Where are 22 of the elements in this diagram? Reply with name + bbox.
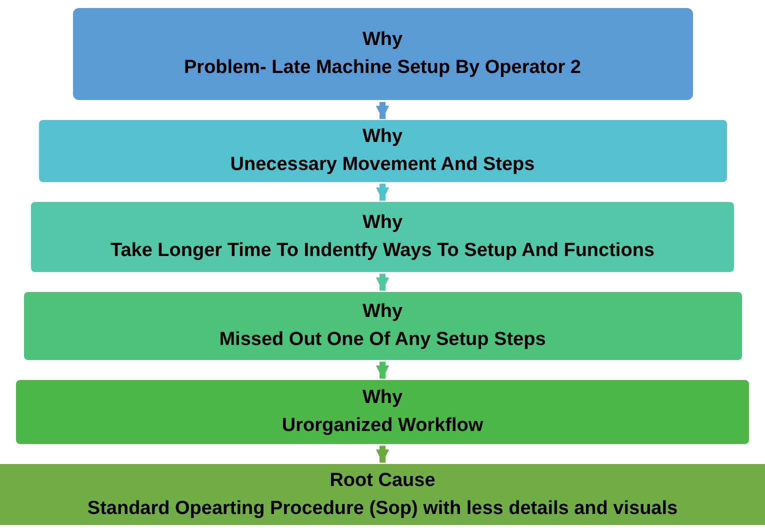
box-text: Missed Out One Of Any Setup Steps <box>219 328 546 351</box>
why-box <box>24 292 742 360</box>
box-heading: Root Cause <box>330 470 436 492</box>
box-heading: Why <box>362 212 403 234</box>
why-box <box>31 202 734 272</box>
down-arrow <box>376 274 390 291</box>
problem-box <box>72 8 692 100</box>
box-heading: Why <box>362 29 403 51</box>
box-text: Problem- Late Machine Setup By Operator 2 <box>184 57 581 79</box>
why-box <box>38 120 726 182</box>
down-arrow <box>376 362 390 379</box>
box-text: Urorganized Workflow <box>282 414 484 437</box>
box-text: Unecessary Movement And Steps <box>230 154 535 176</box>
box-heading: Why <box>362 300 403 323</box>
down-arrow <box>376 102 390 119</box>
box-text: Standard Opearting Procedure (Sop) with less details and visuals <box>87 498 678 520</box>
root-cause-box <box>0 464 765 526</box>
down-arrow <box>376 184 390 201</box>
box-text: Take Longer Time To Indentfy Ways To Setup And Functions <box>110 240 654 262</box>
box-heading: Why <box>362 386 403 409</box>
why-box <box>16 380 749 444</box>
box-heading: Why <box>362 126 403 148</box>
